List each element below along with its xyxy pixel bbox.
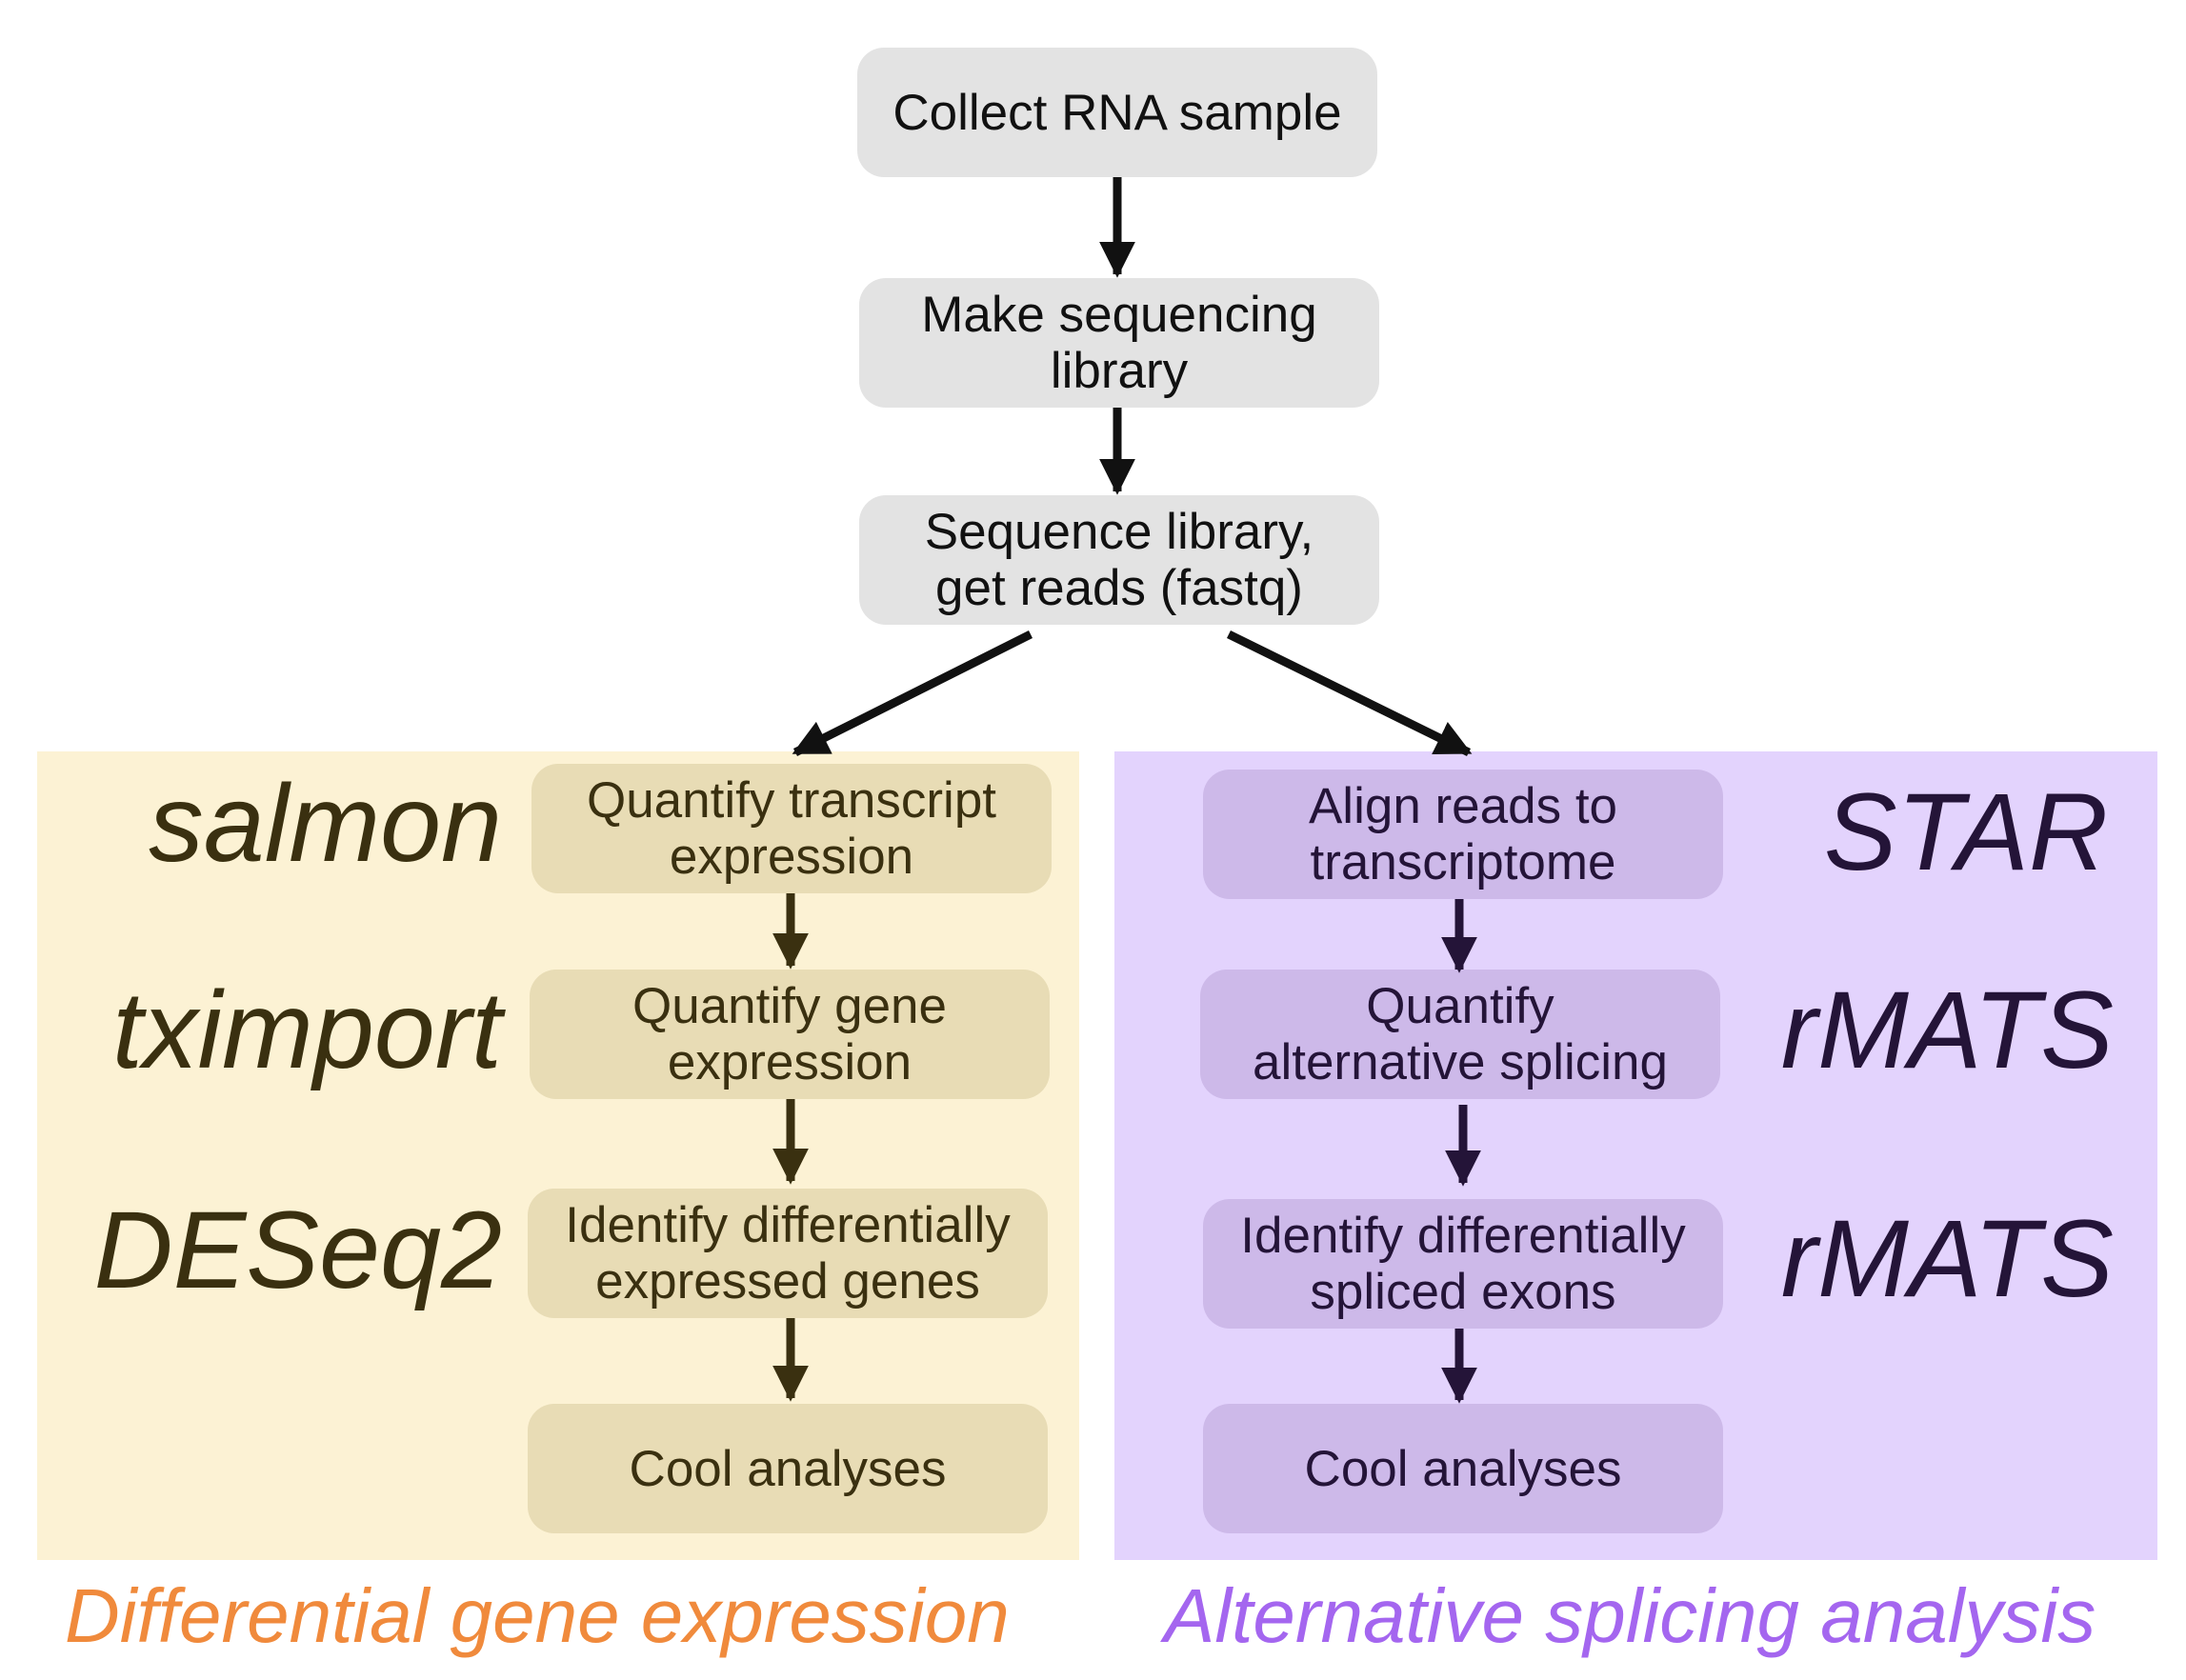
tool-label-deseq2: DESeq2 <box>93 1190 502 1311</box>
caption-alternative-splicing-analysis: Alternative splicing analysis <box>1164 1573 2096 1658</box>
tool-label-rmats-identify: rMATS <box>1780 1198 2114 1320</box>
step-cool-analyses-left: Cool analyses <box>528 1404 1048 1533</box>
arrow-sequence-to-left <box>792 630 1033 757</box>
caption-differential-gene-expression: Differential gene expression <box>65 1573 1010 1658</box>
step-quantify-gene-expression: Quantify gene expression <box>530 970 1050 1099</box>
step-quantify-transcript-expression: Quantify transcript expression <box>531 764 1052 893</box>
tool-label-tximport: tximport <box>112 970 502 1091</box>
step-identify-differentially-spliced-exons: Identify differentially spliced exons <box>1203 1199 1723 1329</box>
step-make-sequencing-library: Make sequencing library <box>859 278 1379 408</box>
arrow-sequence-to-right <box>1227 630 1473 757</box>
step-sequence-library: Sequence library, get reads (fastq) <box>859 495 1379 625</box>
tool-label-salmon: salmon <box>149 763 502 885</box>
step-quantify-alternative-splicing: Quantify alternative splicing <box>1200 970 1720 1099</box>
tool-label-star: STAR <box>1823 771 2108 893</box>
step-align-reads: Align reads to transcriptome <box>1203 770 1723 899</box>
tool-label-rmats-quantify: rMATS <box>1780 970 2114 1091</box>
step-cool-analyses-right: Cool analyses <box>1203 1404 1723 1533</box>
step-collect-rna-sample: Collect RNA sample <box>857 48 1377 177</box>
step-identify-differentially-expressed-genes: Identify differentially expressed genes <box>528 1189 1048 1318</box>
